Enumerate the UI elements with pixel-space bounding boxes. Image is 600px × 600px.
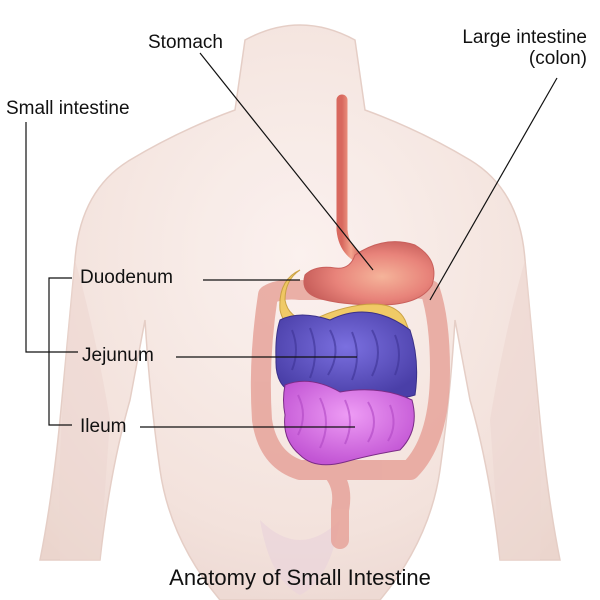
label-large-intestine-line1: Large intestine: [462, 27, 587, 48]
label-ileum: Ileum: [80, 416, 127, 437]
ileum-organ: [283, 380, 415, 466]
label-large-intestine-line2: (colon): [528, 48, 587, 69]
label-stomach: Stomach: [148, 32, 223, 53]
diagram-title: Anatomy of Small Intestine: [169, 565, 431, 590]
label-large-intestine: Large intestine (colon): [462, 28, 587, 68]
stomach-organ: [303, 241, 435, 306]
label-duodenum: Duodenum: [80, 267, 173, 288]
label-small-intestine: Small intestine: [6, 98, 130, 119]
leader-lines: [25, 52, 558, 428]
label-jejunum: Jejunum: [82, 345, 154, 366]
